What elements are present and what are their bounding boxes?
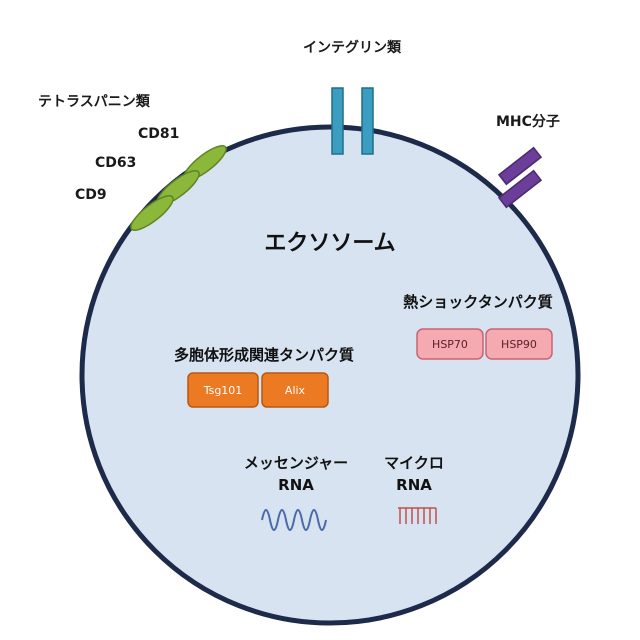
cd9-marker: [130, 195, 174, 231]
heat-shock-label: 熱ショックタンパク質: [403, 293, 552, 311]
integrins-label: インテグリン類: [303, 39, 402, 56]
cd81-label: CD81: [138, 126, 179, 142]
tsg101-box: Tsg101: [187, 372, 259, 408]
tetraspanins-label: テトラスパニン類: [38, 94, 151, 110]
mrna-wave-icon: [261, 509, 327, 531]
hsp70-box: HSP70: [416, 328, 484, 360]
exosome-vesicle: [79, 124, 581, 626]
mhc-label: MHC分子: [496, 114, 560, 130]
exosome-title: エクソソーム: [264, 231, 395, 256]
alix-box: Alix: [261, 372, 329, 408]
mirna-label-line1: マイクロ: [384, 454, 444, 472]
mhc-icon: [497, 146, 543, 209]
hsp90-box: HSP90: [485, 328, 553, 360]
integrin-icon: [331, 87, 374, 155]
mrna-label-line2: RNA: [278, 476, 314, 494]
svg-text:Tsg101: Tsg101: [203, 384, 243, 397]
svg-text:Alix: Alix: [285, 384, 306, 397]
cd9-label: CD9: [75, 187, 107, 203]
mirna-label-line2: RNA: [396, 476, 432, 494]
mrna-label-line1: メッセンジャー: [244, 454, 348, 472]
cd63-label: CD63: [95, 155, 136, 171]
tetraspanin-icon: [130, 145, 227, 231]
mvb-label: 多胞体形成関連タンパク質: [174, 346, 354, 364]
mirna-comb-icon: [398, 507, 437, 524]
svg-text:HSP90: HSP90: [501, 338, 537, 351]
svg-text:HSP70: HSP70: [432, 338, 468, 351]
